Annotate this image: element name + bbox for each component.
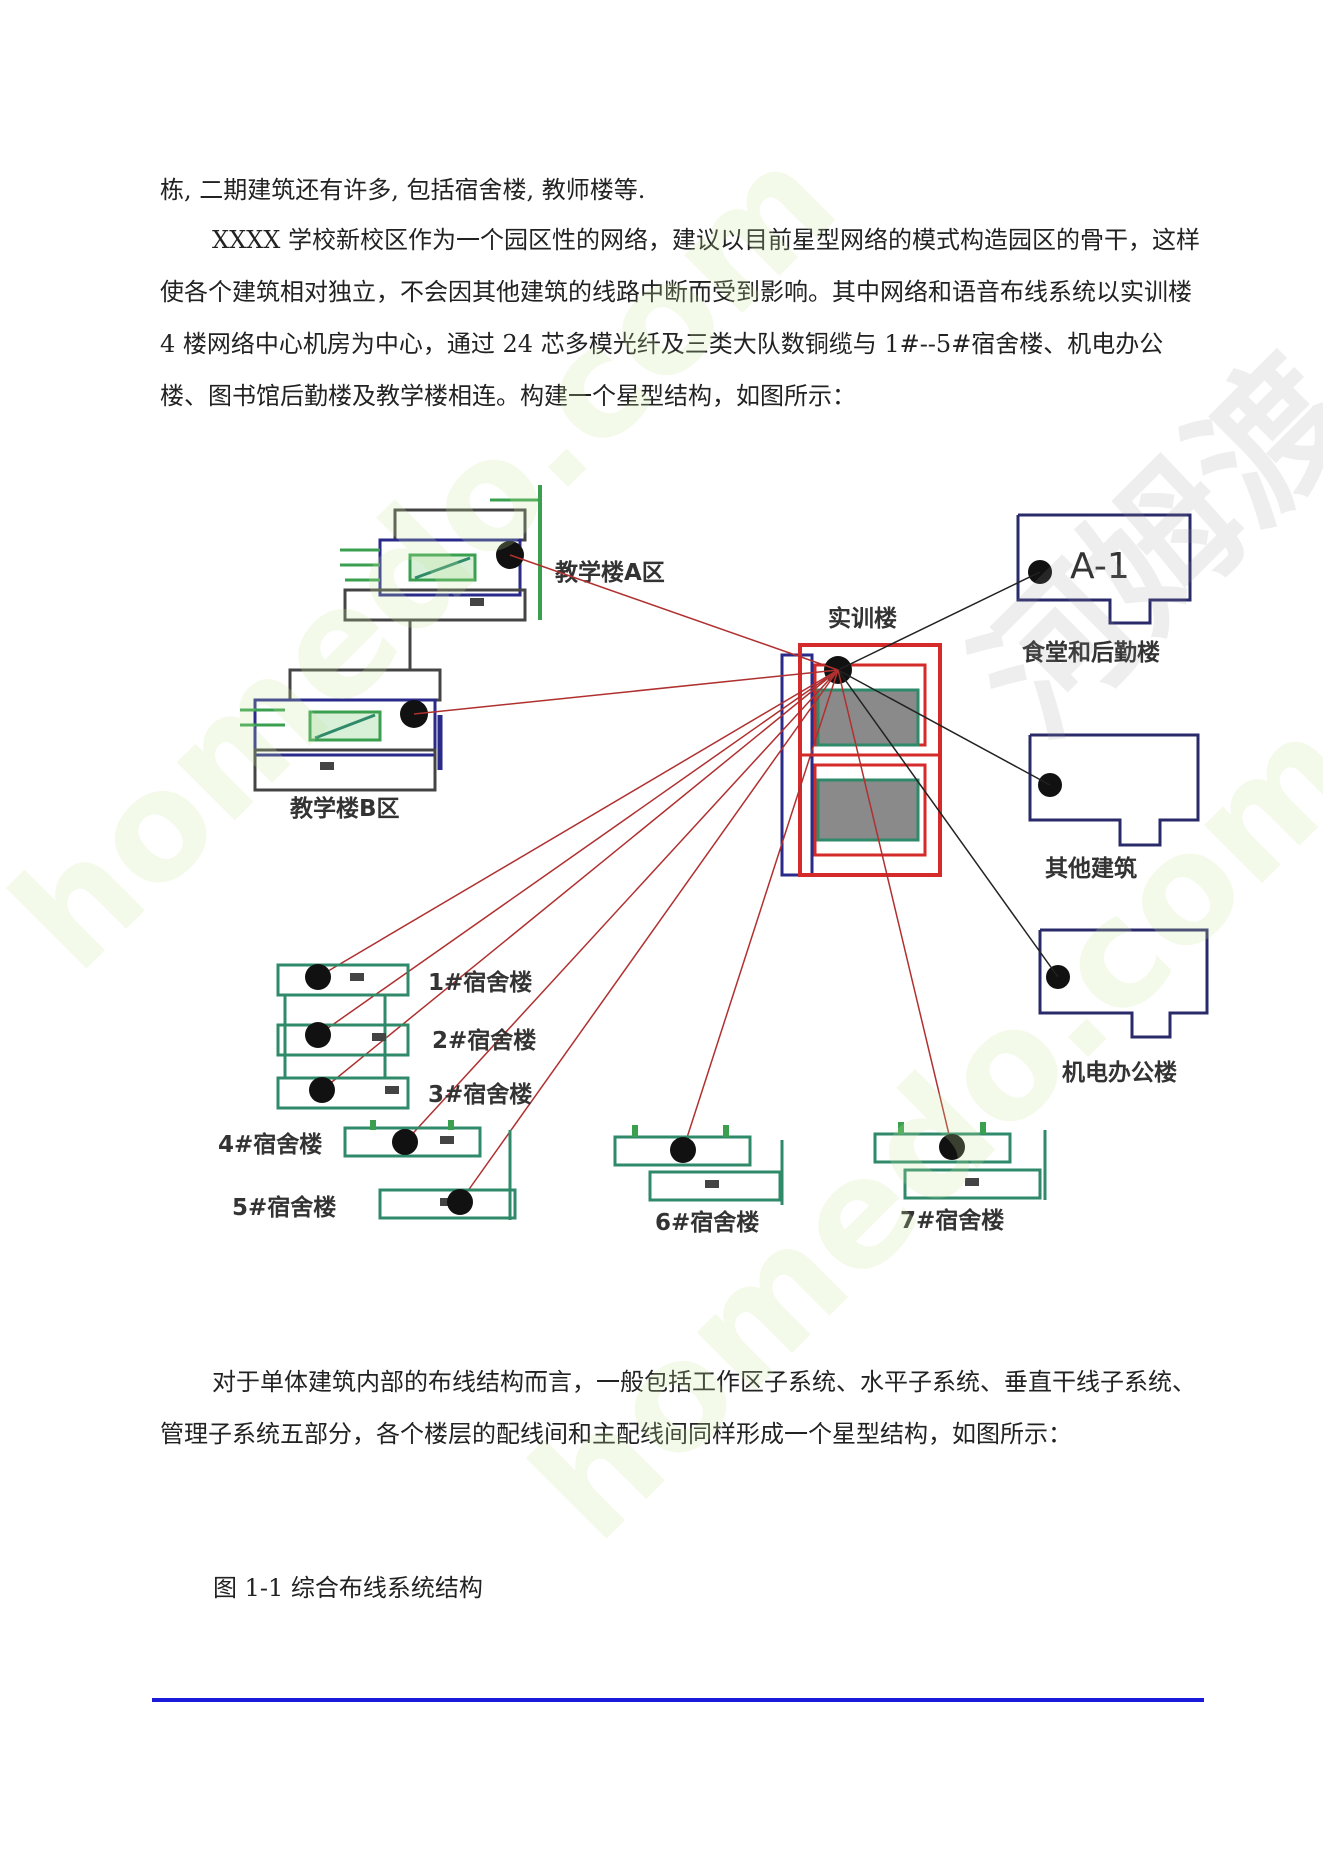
label-canteen: 食堂和后勤楼 — [1022, 639, 1160, 666]
node-dorm-6 — [670, 1137, 696, 1163]
teaching-building-b — [240, 668, 443, 792]
label-a1: A-1 — [1070, 546, 1130, 587]
label-dorm-2: 2#宿舍楼 — [432, 1027, 536, 1054]
figure-caption: 图 1-1 综合布线系统结构 — [213, 1574, 483, 1602]
dorms-4-5 — [343, 1120, 517, 1220]
paragraph-network-design: XXXX 学校新校区作为一个园区性的网络，建议以目前星型网络的模式构造园区的骨干… — [160, 226, 1200, 410]
node-dorm-3 — [309, 1077, 335, 1103]
label-other: 其他建筑 — [1045, 855, 1137, 882]
label-mech: 机电办公楼 — [1062, 1060, 1177, 1086]
label-dorm-3: 3#宿舍楼 — [428, 1081, 532, 1108]
paragraph-building-cabling: 对于单体建筑内部的布线结构而言，一般包括工作区子系统、水平子系统、垂直干线子系统… — [160, 1368, 1196, 1448]
mech-office-building — [1038, 928, 1209, 1039]
canteen-building — [1016, 513, 1192, 625]
label-teaching-b: 教学楼B区 — [290, 795, 400, 822]
label-dorm-6: 6#宿舍楼 — [655, 1209, 759, 1236]
label-dorm-5: 5#宿舍楼 — [232, 1194, 336, 1221]
campus-network-diagram: 教学楼A区 教学楼B区 实训楼 A-1 食堂和后勤楼 其他建筑 机电 — [218, 485, 1209, 1236]
node-dorm-7 — [939, 1134, 965, 1160]
label-center: 实训楼 — [828, 605, 897, 632]
node-dorm-1 — [305, 964, 331, 990]
training-building — [780, 643, 942, 877]
other-building — [1028, 733, 1200, 847]
label-dorm-4: 4#宿舍楼 — [218, 1131, 322, 1158]
dorms-1-3 — [276, 963, 410, 1110]
dorm-7 — [873, 1122, 1047, 1200]
node-dorm-4 — [392, 1129, 418, 1155]
network-links — [317, 554, 1059, 1203]
teaching-building-a — [340, 485, 542, 670]
dorm-6 — [613, 1125, 784, 1205]
node-dorm-5 — [447, 1189, 473, 1215]
footer-rule — [152, 1698, 1204, 1702]
node-dorm-2 — [305, 1022, 331, 1048]
paragraph-intro-tail: 栋, 二期建筑还有许多, 包括宿舍楼, 教师楼等. — [160, 176, 646, 204]
label-teaching-a: 教学楼A区 — [555, 559, 665, 586]
label-dorm-1: 1#宿舍楼 — [428, 969, 532, 996]
label-dorm-7: 7#宿舍楼 — [900, 1207, 1004, 1234]
